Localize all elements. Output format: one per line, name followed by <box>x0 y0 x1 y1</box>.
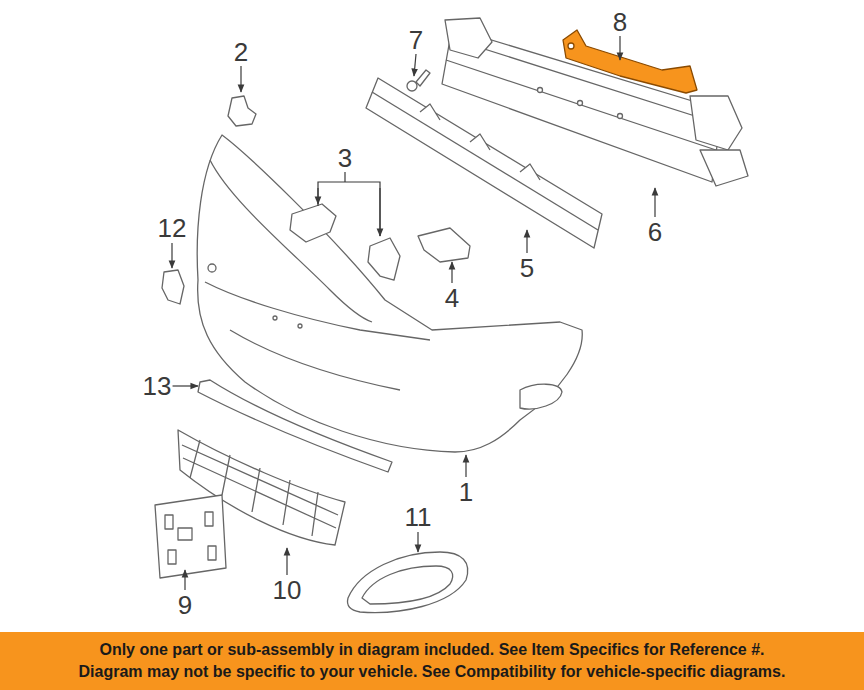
highlighted-bracket <box>563 30 697 93</box>
fog-lamp-bezel <box>348 552 468 613</box>
callout-number: 8 <box>612 9 628 35</box>
small-seal <box>162 270 184 304</box>
notice-text: Diagram may not be specific to your vehi… <box>79 661 786 683</box>
callout-number: 4 <box>444 285 460 311</box>
callout-number: 5 <box>519 255 535 281</box>
bumper-cover <box>197 135 582 452</box>
notice-text: Only one part or sub-assembly in diagram… <box>99 639 764 661</box>
clip <box>228 96 256 126</box>
callout-number: 10 <box>272 577 303 603</box>
callout-number: 1 <box>458 479 474 505</box>
license-bracket <box>155 495 226 578</box>
energy-absorber <box>366 78 602 248</box>
callout-number: 6 <box>647 219 663 245</box>
callout-number: 13 <box>142 373 173 399</box>
side-bracket <box>290 204 400 280</box>
callout-number: 12 <box>157 215 188 241</box>
retainer-pin <box>407 70 430 91</box>
notice-band: Only one part or sub-assembly in diagram… <box>0 632 864 690</box>
center-bracket <box>418 228 470 262</box>
callout-number: 3 <box>337 145 353 171</box>
callout-number: 7 <box>408 27 424 53</box>
callout-number: 2 <box>233 39 249 65</box>
callout-number: 9 <box>177 592 193 618</box>
leader-lines <box>172 36 655 590</box>
callout-number: 11 <box>404 504 433 530</box>
